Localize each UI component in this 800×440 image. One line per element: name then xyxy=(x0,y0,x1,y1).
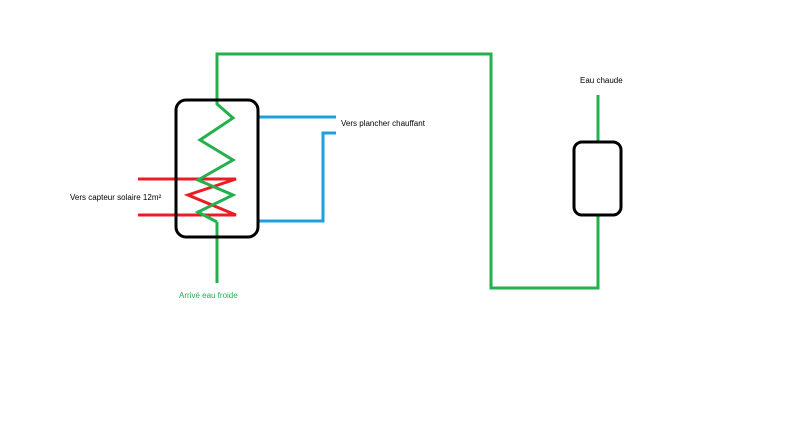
water-heater xyxy=(572,140,623,217)
floor-heating-return-pipe xyxy=(258,131,336,223)
domestic-water-coil xyxy=(194,97,237,224)
solar-collector-label: Vers capteur solaire 12m² xyxy=(70,193,162,202)
hot-water-label: Eau chaude xyxy=(580,76,623,85)
floor-heating-label: Vers plancher chauffant xyxy=(341,119,425,128)
storage-tank xyxy=(174,98,260,239)
hot-water-circulation-pipe xyxy=(215,52,600,290)
cold-water-inlet-label: Arrivé eau froide xyxy=(179,291,238,300)
